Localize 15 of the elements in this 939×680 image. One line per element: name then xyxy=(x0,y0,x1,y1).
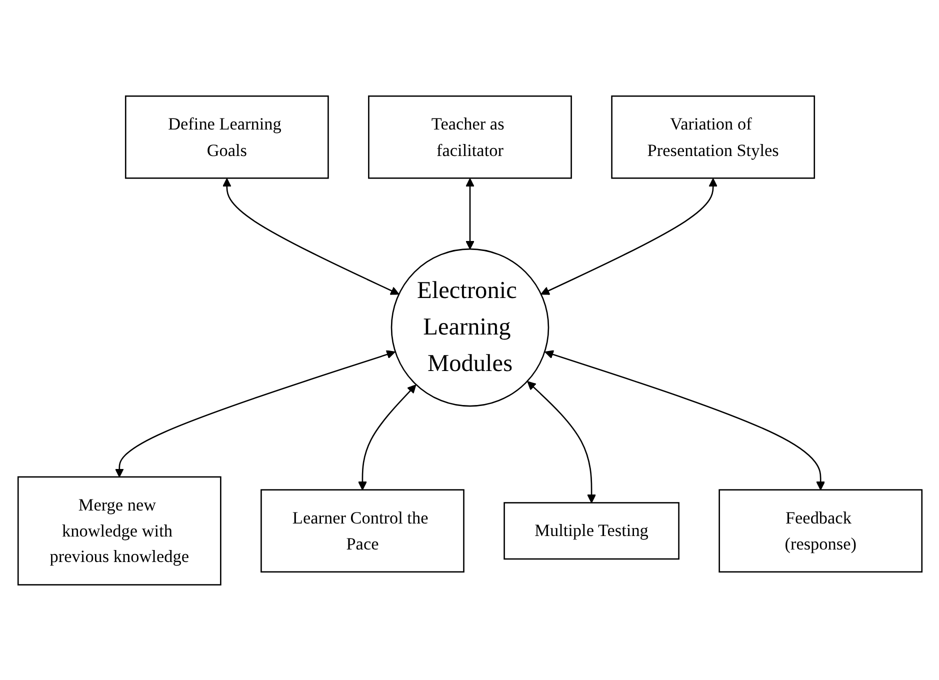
arrow xyxy=(222,178,399,294)
node-box: Teacher as facilitator xyxy=(368,95,572,178)
node-box: Learner Control the Pace xyxy=(260,488,464,572)
node-box: Merge new knowledge with previous knowledge xyxy=(16,476,221,585)
arrow xyxy=(540,178,718,294)
node-box: Variation of Presentation Styles xyxy=(610,95,815,178)
node-circle: Electronic Learning Modules xyxy=(390,248,549,406)
arrow xyxy=(526,380,596,503)
arrow xyxy=(114,350,395,477)
node-box: Feedback (response) xyxy=(718,488,922,572)
arrow xyxy=(358,384,416,490)
node-box: Multiple Testing xyxy=(503,502,679,560)
arrow xyxy=(544,350,825,490)
arrow xyxy=(465,178,474,249)
node-box: Define Learning Goals xyxy=(124,95,328,178)
